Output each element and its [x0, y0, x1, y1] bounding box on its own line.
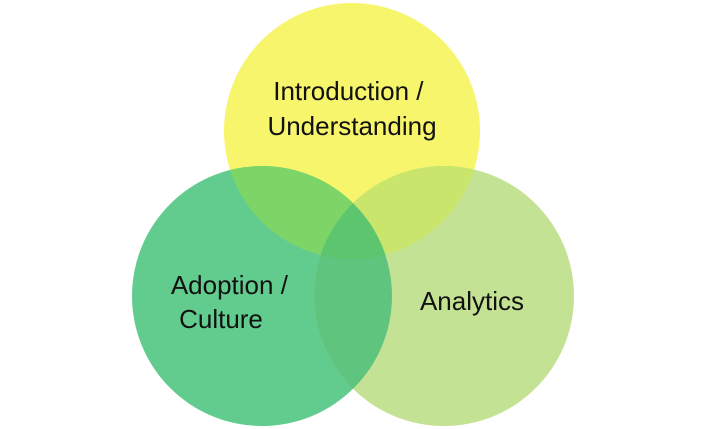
label-analytics: Analytics [420, 286, 524, 316]
label-introduction-line2: Understanding [267, 111, 436, 141]
label-adoption-line2: Culture [179, 304, 263, 334]
overlap-top-right [314, 166, 480, 259]
label-adoption-culture: Adoption / Culture [171, 270, 295, 334]
label-adoption-line1: Adoption / [171, 270, 289, 300]
label-introduction-understanding: Introduction / Understanding [267, 76, 436, 141]
overlap-top-left [224, 166, 392, 259]
label-introduction-line1: Introduction / [273, 76, 424, 106]
label-analytics-line1: Analytics [420, 286, 524, 316]
